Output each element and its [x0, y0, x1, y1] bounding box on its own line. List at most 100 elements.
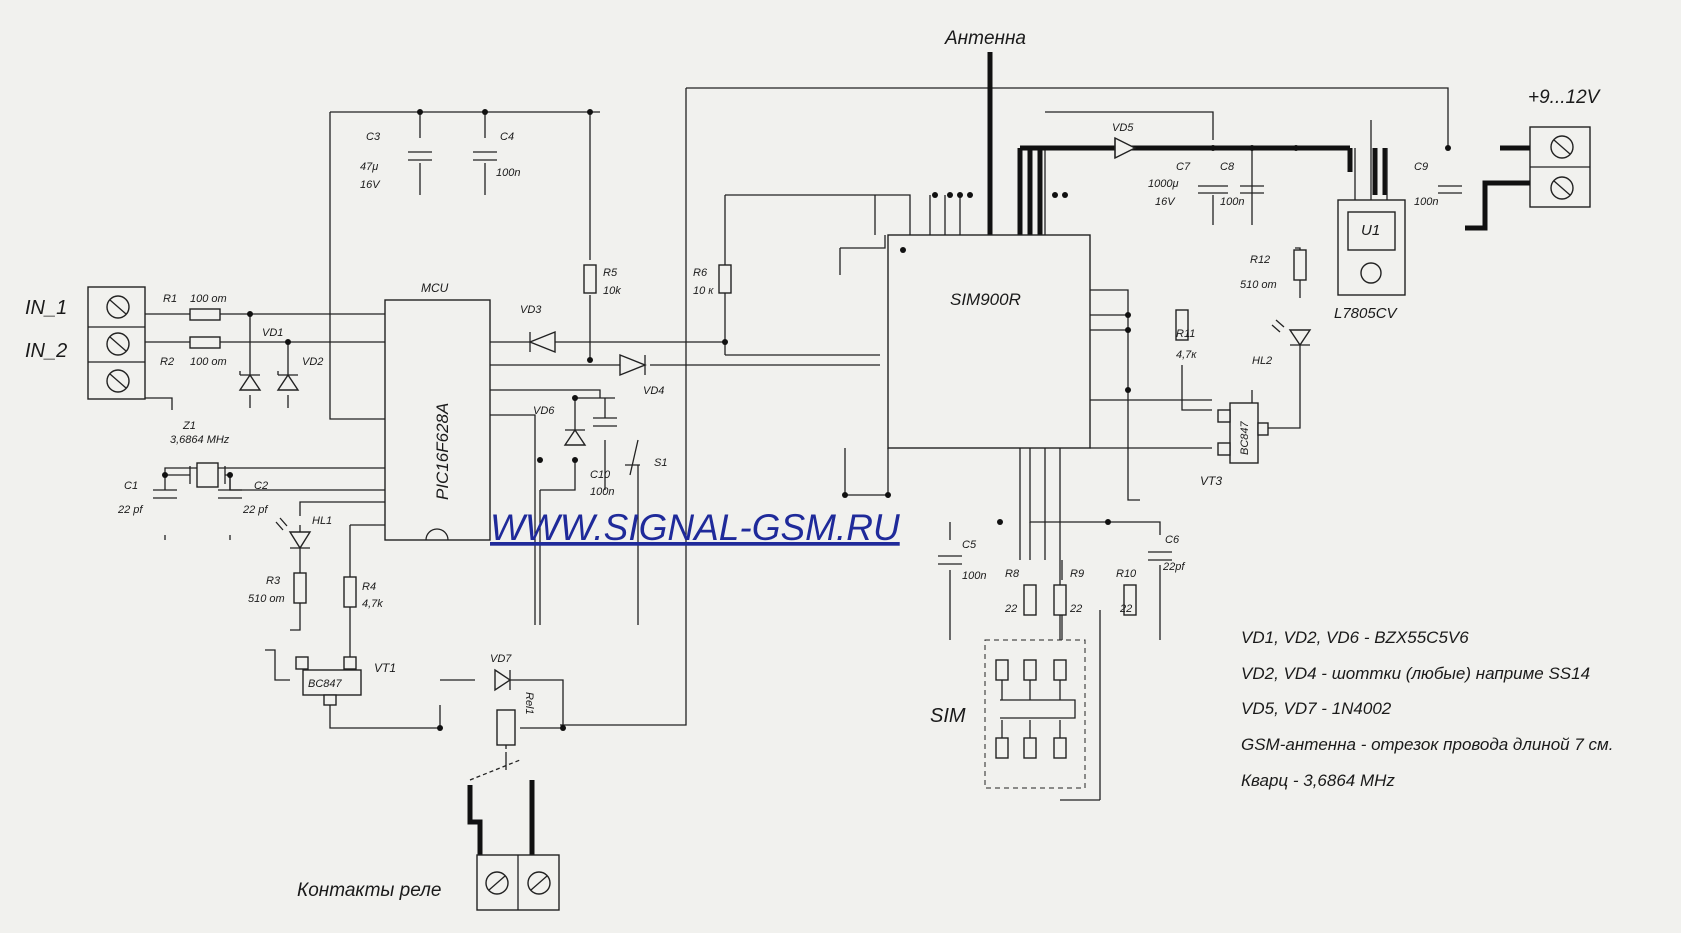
- diode-vd7: [494, 668, 512, 692]
- r3-value: 510 om: [248, 593, 285, 605]
- c10-ref: C10: [590, 469, 611, 481]
- c9-ref: C9: [1414, 161, 1428, 173]
- transistor-vt3: [1217, 402, 1269, 464]
- note-line-4: GSM-антенна - отрезок провода длиной 7 с…: [1241, 735, 1613, 754]
- input-in2-label: IN_2: [25, 340, 67, 362]
- sim-holder: [984, 639, 1086, 789]
- r3-ref: R3: [266, 575, 281, 587]
- r10-value: 22: [1119, 603, 1132, 615]
- vd3-ref: VD3: [520, 304, 542, 316]
- r11-value: 4,7к: [1176, 349, 1197, 361]
- r5-ref: R5: [603, 267, 618, 279]
- capacitor-c9: [1438, 185, 1462, 194]
- website-label: WWW.SIGNAL-GSM.RU: [490, 507, 900, 548]
- relay-terminal-block: [476, 854, 560, 911]
- c6-value: 22pf: [1162, 561, 1185, 573]
- vd4-ref: VD4: [643, 385, 664, 397]
- relay-coil: [496, 709, 516, 746]
- sim-label: SIM: [930, 705, 966, 727]
- diode-vd4: [619, 353, 647, 377]
- hl1-ref: HL1: [312, 515, 332, 527]
- note-line-1: VD1, VD2, VD6 - BZX55C5V6: [1241, 628, 1469, 647]
- s1-ref: S1: [654, 457, 667, 469]
- resistor-r10: [1123, 584, 1137, 616]
- antenna-label: Антенна: [944, 28, 1026, 49]
- c3-ref: C3: [366, 131, 381, 143]
- z1-value: 3,6864 MHz: [170, 434, 230, 446]
- thick-wires: [467, 52, 1520, 855]
- vd7-ref: VD7: [490, 653, 512, 665]
- transistor-vt1: [295, 656, 362, 706]
- vt1-ref: VT1: [374, 661, 396, 675]
- r10-ref: R10: [1116, 568, 1137, 580]
- diode-vd5: [1114, 136, 1137, 160]
- wires: [145, 87, 1449, 801]
- note-line-3: VD5, VD7 - 1N4002: [1241, 699, 1392, 718]
- resistor-r1: [189, 308, 221, 321]
- resistor-r6: [718, 264, 732, 294]
- c5-value: 100n: [962, 570, 986, 582]
- crystal-z1: [189, 462, 226, 488]
- r1-ref: R1: [163, 293, 177, 305]
- vd2-ref: VD2: [302, 356, 323, 368]
- input-in1-label: IN_1: [25, 297, 67, 319]
- r6-value: 10 к: [693, 285, 714, 297]
- c3-voltage: 16V: [360, 179, 381, 191]
- r8-ref: R8: [1005, 568, 1020, 580]
- capacitor-c1: [153, 489, 177, 499]
- c2-value: 22 pf: [242, 504, 268, 516]
- vt3-ref: VT3: [1200, 474, 1222, 488]
- mcu-chip: [384, 299, 491, 541]
- regulator-u1: [1337, 120, 1406, 296]
- junctions: [162, 109, 1451, 731]
- led-hl1: [275, 517, 312, 550]
- c1-value: 22 pf: [117, 504, 143, 516]
- input-terminal-block: [87, 286, 146, 400]
- capacitor-c6: [1148, 551, 1172, 561]
- r12-ref: R12: [1250, 254, 1270, 266]
- r2-ref: R2: [160, 356, 174, 368]
- power-terminal-block: [1529, 126, 1591, 208]
- capacitor-c4: [473, 151, 497, 161]
- r8-value: 22: [1004, 603, 1017, 615]
- vt3-part: BC847: [1239, 420, 1251, 455]
- sim900-module: [887, 234, 1091, 449]
- c8-ref: C8: [1220, 161, 1235, 173]
- capacitor-c7: [1198, 185, 1228, 194]
- r5-value: 10k: [603, 285, 621, 297]
- zener-vd2: [276, 371, 300, 391]
- c3-value: 47μ: [360, 161, 378, 173]
- c1-ref: C1: [124, 480, 138, 492]
- zener-vd1: [238, 371, 262, 391]
- c4-ref: C4: [500, 131, 514, 143]
- c4-value: 100n: [496, 167, 520, 179]
- capacitor-c3: [408, 151, 432, 161]
- r2-value: 100 om: [190, 356, 227, 368]
- resistor-r5: [583, 264, 597, 294]
- c6-ref: C6: [1165, 534, 1180, 546]
- zener-vd6: [563, 428, 587, 446]
- resistor-r4: [343, 576, 357, 608]
- gsm-module-label: SIM900R: [950, 290, 1021, 309]
- r12-value: 510 om: [1240, 279, 1277, 291]
- capacitor-c8: [1240, 185, 1264, 194]
- led-hl2: [1271, 319, 1312, 347]
- c5-ref: C5: [962, 539, 977, 551]
- u1-label: U1: [1361, 222, 1380, 239]
- relay-ref: Rel1: [523, 692, 535, 715]
- capacitor-c2: [218, 489, 242, 499]
- switch-s1: [625, 439, 640, 476]
- power-label: +9...12V: [1528, 87, 1602, 108]
- mcu-title: MCU: [421, 281, 449, 295]
- power-leads: [1485, 145, 1530, 186]
- r9-value: 22: [1069, 603, 1082, 615]
- c7-value: 1000μ: [1148, 178, 1179, 190]
- c7-voltage: 16V: [1155, 196, 1176, 208]
- relay-contacts-label: Контакты реле: [297, 880, 441, 901]
- vt1-part: BC847: [308, 678, 343, 690]
- r4-ref: R4: [362, 581, 376, 593]
- relay-switch: [469, 745, 521, 781]
- vd5-ref: VD5: [1112, 122, 1134, 134]
